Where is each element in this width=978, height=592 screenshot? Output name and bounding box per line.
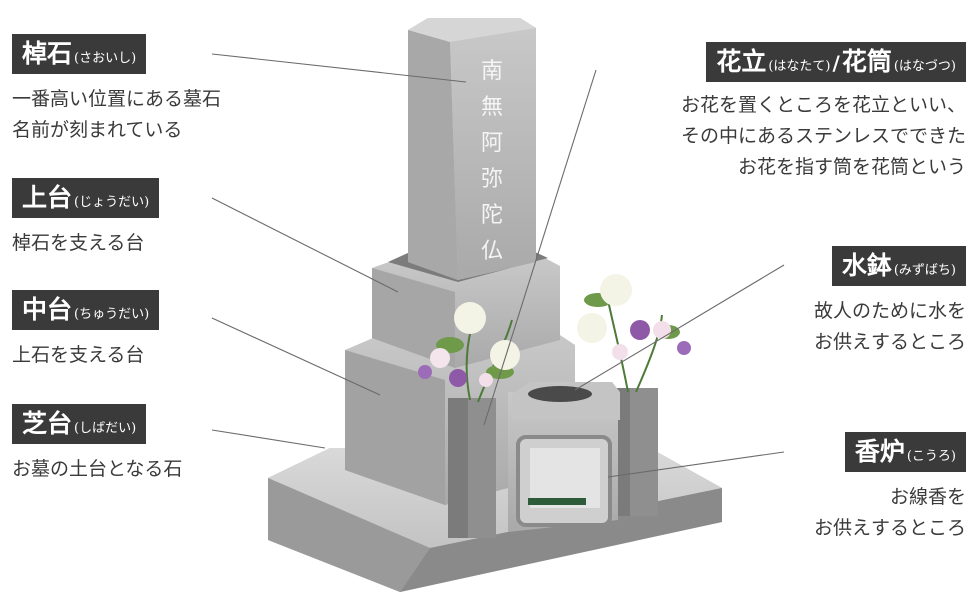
- label-kouro: 香炉 (こうろ): [844, 432, 966, 472]
- desc-line: お線香を: [889, 486, 966, 508]
- leader-lines: [211, 53, 785, 478]
- reading: (はなづつ): [893, 59, 956, 74]
- leader-mizubachi: [574, 264, 785, 391]
- desc-nakadai: 上石を支える台: [12, 340, 144, 371]
- desc-line: お供えするところ: [813, 517, 966, 539]
- desc-line: 上石を支える台: [12, 344, 145, 366]
- desc-line: お花を指す筒を花筒という: [737, 156, 966, 178]
- label-hanatate: 花立 (はなたて) / 花筒 (はなづつ): [706, 42, 966, 82]
- desc-line: お供えするところ: [813, 331, 966, 353]
- reading: (ちゅうだい): [74, 307, 150, 322]
- leader-shibadai: [211, 429, 326, 449]
- reading: (こうろ): [906, 449, 956, 464]
- mizubachi-stone: [512, 382, 620, 420]
- inscription-char: 陀: [480, 203, 503, 228]
- desc-line: お花を置くところを花立といい、: [680, 94, 966, 116]
- label-mizubachi: 水鉢 (みずばち): [831, 246, 966, 286]
- desc-line: 名前が刻まれている: [12, 119, 183, 141]
- inscription-char: 阿: [480, 131, 503, 156]
- desc-saoishi: 一番高い位置にある墓石 名前が刻まれている: [12, 84, 221, 146]
- desc-line: その中にあるステンレスでできた: [680, 125, 966, 147]
- reading: (はなたて): [768, 59, 831, 74]
- desc-line: 棹石を支える台: [12, 232, 145, 254]
- desc-hanatate: お花を置くところを花立といい、 その中にあるステンレスでできた お花を指す筒を花…: [681, 90, 966, 183]
- term: 上台: [22, 183, 73, 212]
- separator: /: [832, 51, 840, 75]
- inscription: 南 無 阿 弥 陀 仏: [479, 54, 505, 270]
- hanatate-left: [448, 398, 496, 538]
- reading: (しばだい): [74, 421, 137, 436]
- term: 水鉢: [841, 251, 892, 280]
- inscription-char: 無: [480, 95, 503, 120]
- kouro-stone: [508, 392, 618, 532]
- desc-shibadai: お墓の土台となる石: [12, 454, 182, 485]
- leader-saoishi: [211, 53, 467, 83]
- label-saoishi: 棹石 (さおいし): [12, 34, 147, 74]
- saoishi-stone: [408, 18, 536, 280]
- term: 花立: [716, 47, 767, 76]
- term: 花筒: [841, 47, 892, 76]
- term: 中台: [22, 295, 73, 324]
- term: 棹石: [22, 39, 73, 68]
- leader-nakadai: [211, 317, 381, 396]
- reading: (さおいし): [74, 51, 137, 66]
- label-joudai: 上台 (じょうだい): [12, 178, 160, 218]
- leader-kouro: [607, 451, 785, 478]
- inscription-char: 弥: [480, 167, 503, 192]
- term: 芝台: [22, 409, 73, 438]
- reading: (みずばち): [893, 263, 956, 278]
- reading: (じょうだい): [74, 195, 150, 210]
- label-shibadai: 芝台 (しばだい): [12, 404, 147, 444]
- desc-line: お墓の土台となる石: [12, 458, 183, 480]
- inscription-char: 仏: [480, 239, 503, 264]
- desc-line: 一番高い位置にある墓石: [12, 88, 222, 110]
- desc-mizubachi: 故人のために水を お供えするところ: [814, 296, 966, 358]
- leader-joudai: [211, 197, 399, 293]
- desc-line: 故人のために水を: [813, 300, 966, 322]
- inscription-char: 南: [480, 59, 503, 84]
- term: 香炉: [854, 437, 905, 466]
- flowers-left: [418, 302, 520, 403]
- desc-joudai: 棹石を支える台: [12, 228, 144, 259]
- leader-hanatate: [483, 69, 597, 426]
- label-nakadai: 中台 (ちゅうだい): [12, 290, 160, 330]
- desc-kouro: お線香を お供えするところ: [814, 482, 966, 544]
- flowers-right: [577, 274, 691, 393]
